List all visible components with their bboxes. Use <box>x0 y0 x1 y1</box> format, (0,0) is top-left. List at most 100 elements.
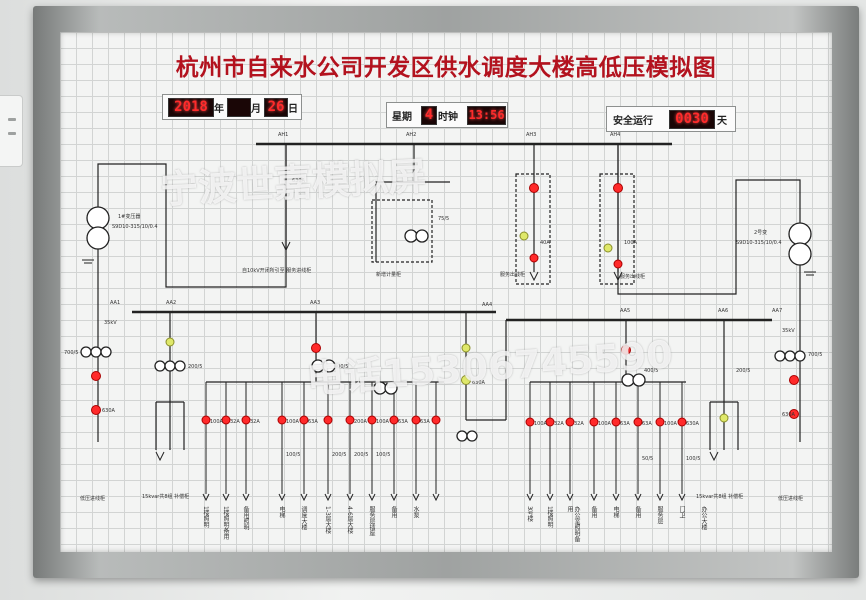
feeder-label: 水泵 <box>412 506 419 518</box>
indicator-lamps <box>91 183 799 423</box>
date-month-led <box>227 98 251 117</box>
svg-text:200A: 200A <box>354 419 368 425</box>
svg-text:50/5: 50/5 <box>642 456 653 462</box>
metering-branch <box>375 144 415 262</box>
feeder-label: 3号楼 <box>526 506 533 522</box>
svg-text:100A: 100A <box>286 419 300 425</box>
label-main-630-right: 630A <box>782 412 796 418</box>
mimic-panel: 杭州市自来水公司开发区供水调度大楼高低压模拟图 2018 年 月 26 日 星期… <box>60 32 832 552</box>
svg-text:100A: 100A <box>376 419 390 425</box>
lamp-red <box>789 375 799 385</box>
svg-text:32A: 32A <box>230 419 240 425</box>
label-ct-700-right: 700/5 <box>808 352 822 358</box>
label-ct-400-right: 400/5 <box>644 368 658 374</box>
outlet-hole <box>8 118 16 121</box>
year-unit: 年 <box>214 104 224 115</box>
wall-outlet <box>0 95 23 167</box>
svg-text:32A: 32A <box>554 421 564 427</box>
label-kv-right: 35kV <box>782 328 795 334</box>
safety-label: 安全运行 <box>613 116 653 127</box>
lamp-yellow <box>461 343 471 353</box>
label-incoming-cabinet: 自10kV开闭所引至 服务进线柜 <box>242 267 311 274</box>
svg-text:100A: 100A <box>210 419 224 425</box>
feeder-label: 服务层插座 <box>368 506 375 536</box>
label-capacitor-right: 15kvar共8组 补偿柜 <box>696 493 743 500</box>
transformer-1-secondary <box>86 226 110 250</box>
svg-text:200/5: 200/5 <box>354 452 368 458</box>
week-led: 4 <box>421 106 437 125</box>
label-feeder2: 服务出线柜 <box>620 273 645 280</box>
label-aa4: AA4 <box>482 302 492 308</box>
label-t2-model: S9D10-315/10/0.4 <box>736 240 782 246</box>
svg-text:100/5: 100/5 <box>376 452 390 458</box>
label-aa1: AA1 <box>110 300 120 306</box>
day-unit: 日 <box>288 104 298 115</box>
lamp-red <box>529 253 539 263</box>
feeder-label: 办公室照明备用 <box>566 506 580 542</box>
svg-text:32A: 32A <box>574 421 584 427</box>
label-capacitor-left: 15kvar共8组 补偿柜 <box>142 493 189 500</box>
svg-text:63A: 63A <box>420 419 430 425</box>
week-label: 星期 <box>392 112 412 123</box>
t1-hv-feed <box>97 144 287 302</box>
label-ct-200-left: 200/5 <box>188 364 202 370</box>
transformer-2-primary <box>788 222 812 246</box>
lamp-red <box>91 405 101 415</box>
svg-text:100A: 100A <box>598 421 612 427</box>
feeder-label: 1楼照明 <box>546 506 553 528</box>
month-unit: 月 <box>251 104 261 115</box>
svg-text:100A: 100A <box>534 421 548 427</box>
right-breaker-lamps <box>525 417 687 427</box>
feeder1-outline <box>515 173 551 285</box>
lamp-red <box>621 345 631 355</box>
feeder-label: 备用 <box>634 506 641 518</box>
svg-text:63A: 63A <box>620 421 630 427</box>
label-metering-cabinet: 新增计量柜 <box>376 271 401 278</box>
label-aa7: AA7 <box>772 308 782 314</box>
label-bus-630: 630A <box>472 380 486 386</box>
date-day-led: 26 <box>264 98 288 117</box>
svg-text:63A: 63A <box>642 421 652 427</box>
lamp-yellow <box>165 337 175 347</box>
lamp-red <box>613 259 623 269</box>
right-breaker-ratings: 100A 32A 32A 100A 63A 63A 100A 630A <box>534 421 700 427</box>
label-ct-400-left: 400/5 <box>334 364 348 370</box>
lamp-yellow <box>461 375 471 385</box>
svg-text:100/5: 100/5 <box>286 452 300 458</box>
feeder-label: 备用 <box>590 506 597 518</box>
feeder-label: 电梯 <box>278 506 285 518</box>
panel-title: 杭州市自来水公司开发区供水调度大楼高低压模拟图 <box>175 54 717 81</box>
svg-text:100A: 100A <box>664 421 678 427</box>
safety-unit: 天 <box>717 116 727 127</box>
feeder-label: 1楼照明备用 <box>222 506 229 540</box>
label-breaker-630: 630A <box>292 178 306 184</box>
lamp-red <box>529 183 539 193</box>
label-main-630-left: 630A <box>102 408 116 414</box>
label-ah3: AH3 <box>526 132 536 138</box>
feeder-label: 服务层 <box>656 506 663 524</box>
lamp-red <box>613 183 623 193</box>
label-aa5: AA5 <box>620 308 630 314</box>
feeder-label: 备用照明 <box>242 506 249 530</box>
label-aa2: AA2 <box>166 300 176 306</box>
label-t2-name: 2号变 <box>754 229 767 236</box>
svg-text:630A: 630A <box>686 421 700 427</box>
feeder-label: 备用 <box>390 506 397 518</box>
label-lv-incoming-right: 低压进线柜 <box>778 495 803 502</box>
label-ct-200-right: 200/5 <box>736 368 750 374</box>
transformer-1-primary <box>86 206 110 230</box>
label-amp-100: 100A <box>624 240 638 246</box>
label-lv-incoming-left: 低压进线柜 <box>80 495 105 502</box>
label-kv-left: 35kV <box>104 320 117 326</box>
label-t1-model: S9D10-315/10/0.4 <box>112 224 158 230</box>
metering-cabinet-outline <box>371 199 433 263</box>
right-ct-ratings: 50/5 100/5 <box>642 456 700 462</box>
left-breaker-lamps <box>201 415 441 425</box>
svg-text:63A: 63A <box>308 419 318 425</box>
label-ah4: AH4 <box>610 132 620 138</box>
svg-text:200/5: 200/5 <box>332 452 346 458</box>
t2-hv-feed <box>617 144 801 302</box>
single-line-diagram: AH1 AH2 AH3 AH4 AA1 AA2 AA3 AA4 AA5 AA6 … <box>64 132 822 502</box>
label-aa6: AA6 <box>718 308 728 314</box>
feeder2-outline <box>599 173 635 285</box>
